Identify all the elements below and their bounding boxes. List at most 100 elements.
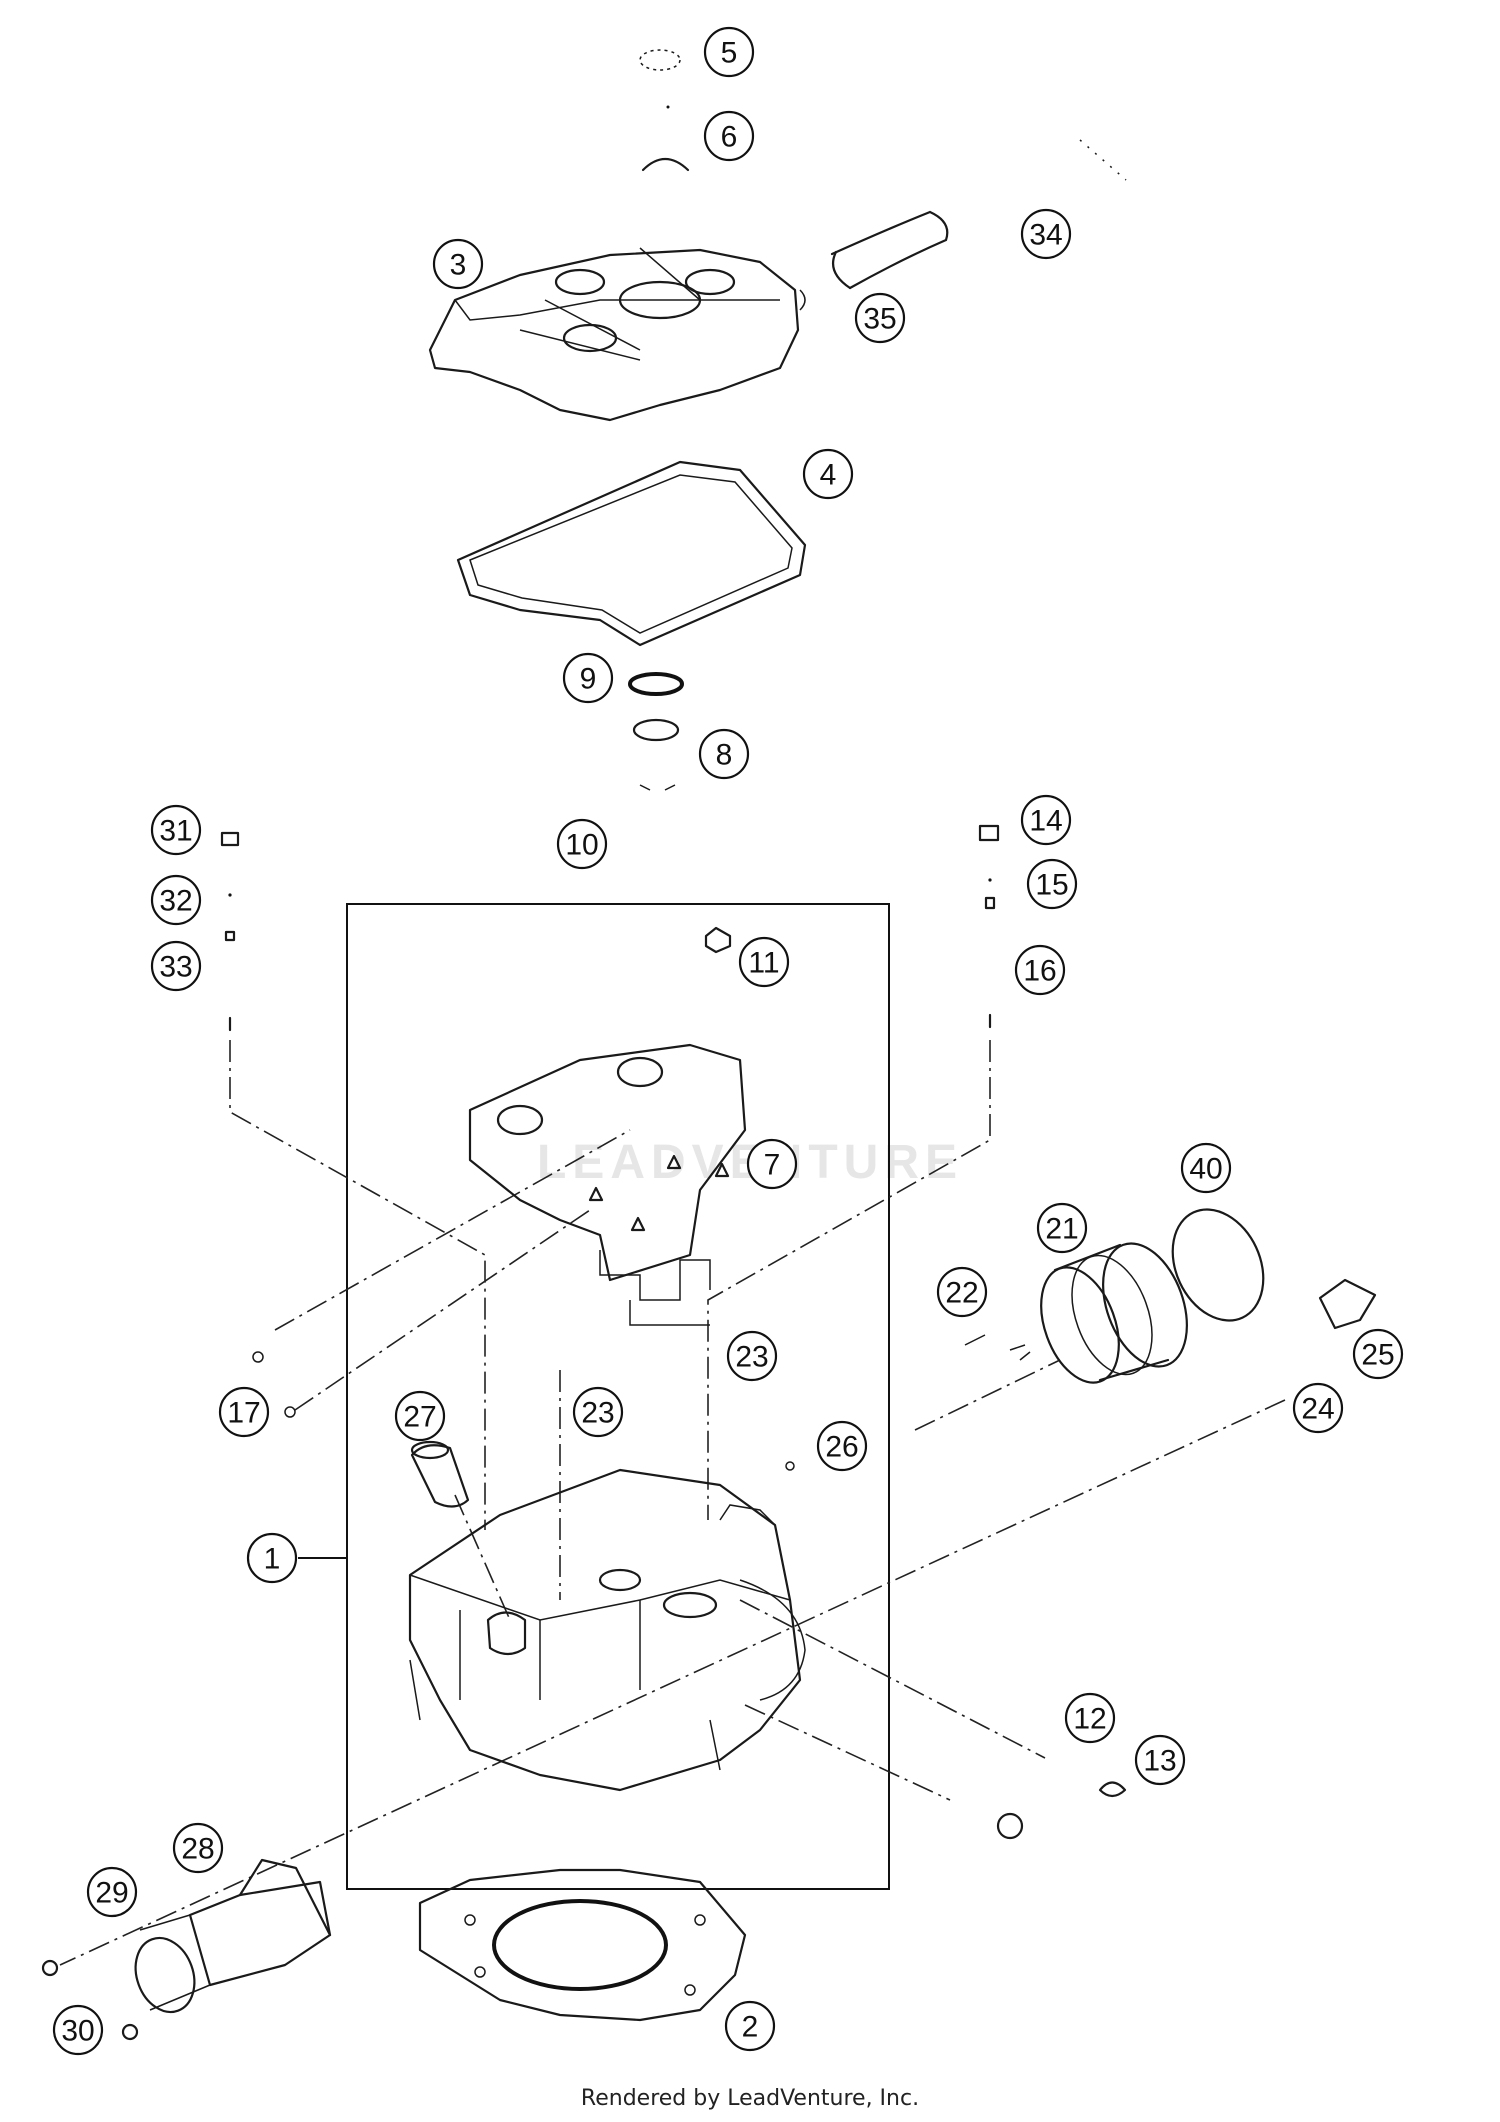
callout-13: 13 xyxy=(1134,1734,1186,1786)
callout-circle xyxy=(1352,1328,1404,1380)
part-21-intake-boot xyxy=(1040,1242,1188,1384)
callout-circle xyxy=(394,1390,446,1442)
callout-6: 6 xyxy=(703,110,755,162)
camshaft-carrier xyxy=(468,1043,747,1326)
callout-17: 17 xyxy=(218,1386,270,1438)
callout-40: 40 xyxy=(1180,1142,1232,1194)
callout-number: 15 xyxy=(1035,869,1068,902)
callout-circle xyxy=(724,2000,776,2052)
right-stud-stack xyxy=(978,824,1000,1029)
callout-circle xyxy=(150,940,202,992)
callout-31: 31 xyxy=(150,804,202,856)
callout-circle xyxy=(432,238,484,290)
callout-number: 34 xyxy=(1029,219,1062,252)
part-2-head-gasket xyxy=(418,1868,747,2022)
callout-26: 26 xyxy=(816,1420,868,1472)
callout-circle xyxy=(1292,1382,1344,1434)
part-6-cap xyxy=(641,157,690,172)
callout-number: 10 xyxy=(565,829,598,862)
part-27-sleeve xyxy=(410,1444,470,1508)
callout-number: 25 xyxy=(1361,1339,1394,1372)
callout-2: 2 xyxy=(724,2000,776,2052)
callout-circle xyxy=(150,874,202,926)
part-17-b xyxy=(284,1406,296,1418)
callout-circle xyxy=(854,292,906,344)
callout-circle xyxy=(698,728,750,780)
part-8-stub xyxy=(639,784,676,791)
dashline-27 xyxy=(454,1494,511,1621)
callout-7: 7 xyxy=(746,1138,798,1190)
callout-9: 9 xyxy=(562,652,614,704)
callout-35: 35 xyxy=(854,292,906,344)
callout-number: 14 xyxy=(1029,805,1062,838)
callout-number: 6 xyxy=(721,121,738,154)
callout-14: 14 xyxy=(1020,794,1072,846)
callout-circle xyxy=(1020,794,1072,846)
callout-number: 7 xyxy=(764,1149,781,1182)
callout-circle xyxy=(1180,1142,1232,1194)
part-12-plug xyxy=(996,1812,1024,1840)
callout-circle xyxy=(572,1386,624,1438)
callout-number: 28 xyxy=(181,1833,214,1866)
callout-number: 22 xyxy=(945,1277,978,1310)
part-5-plug xyxy=(639,49,681,71)
callout-circle xyxy=(150,804,202,856)
callout-number: 5 xyxy=(721,37,738,70)
callout-number: 12 xyxy=(1073,1703,1106,1736)
callout-number: 23 xyxy=(735,1341,768,1374)
callout-number: 26 xyxy=(825,1431,858,1464)
callout-number: 9 xyxy=(580,663,597,696)
callout-28: 28 xyxy=(172,1822,224,1874)
callout-23: 23 xyxy=(726,1330,778,1382)
part-28-29-exhaust-flange xyxy=(134,1858,332,2014)
footer-credit: Rendered by LeadVenture, Inc. xyxy=(580,2086,920,2111)
part-1-cylinder-head xyxy=(408,1468,806,1792)
callout-circle xyxy=(556,818,608,870)
callout-circle xyxy=(86,1866,138,1918)
callout-number: 17 xyxy=(227,1397,260,1430)
dashline-12 xyxy=(739,1599,1046,1759)
callout-22: 22 xyxy=(936,1266,988,1318)
part-13-washer xyxy=(1098,1781,1127,1798)
callout-number: 33 xyxy=(159,951,192,984)
callout-3: 3 xyxy=(432,238,484,290)
callout-number: 21 xyxy=(1045,1213,1078,1246)
part-30-nut-b xyxy=(121,2023,139,2041)
callout-21: 21 xyxy=(1036,1202,1088,1254)
part-7-pins xyxy=(588,1154,730,1232)
callout-number: 2 xyxy=(742,2011,759,2044)
part-4-gasket-inner xyxy=(469,474,793,634)
callout-number: 8 xyxy=(716,739,733,772)
part-34-dots xyxy=(1079,139,1127,181)
part-27-bottom xyxy=(486,1611,527,1656)
part-34-hose xyxy=(830,210,949,290)
callout-circle xyxy=(1026,858,1078,910)
callout-circle xyxy=(816,1420,868,1472)
callout-number: 31 xyxy=(159,815,192,848)
callout-24: 24 xyxy=(1292,1382,1344,1434)
callout-number: 35 xyxy=(863,303,896,336)
callout-number: 27 xyxy=(403,1401,436,1434)
callout-number: 40 xyxy=(1189,1153,1222,1186)
part-30-nut-a xyxy=(41,1959,59,1977)
callout-circle xyxy=(703,26,755,78)
callout-1: 1 xyxy=(246,1532,298,1584)
left-stud-stack xyxy=(220,831,240,1032)
callout-number: 30 xyxy=(61,2015,94,2048)
part-3-valve-cover xyxy=(428,247,806,422)
dashline-left-stud xyxy=(229,1040,486,1530)
callout-circle xyxy=(562,652,614,704)
callout-33: 33 xyxy=(150,940,202,992)
callout-number: 11 xyxy=(748,947,779,980)
part-8-seal xyxy=(632,718,680,742)
cylinder-head-assembly-box xyxy=(346,903,890,1890)
dashline-13 xyxy=(744,1704,951,1801)
part-17-a xyxy=(252,1351,264,1363)
dashline-24 xyxy=(59,1399,1286,1966)
callout-circle xyxy=(246,1532,298,1584)
part-25-nipple xyxy=(1318,1278,1377,1330)
callout-23: 23 xyxy=(572,1386,624,1438)
callout-number: 32 xyxy=(159,885,192,918)
callout-12: 12 xyxy=(1064,1692,1116,1744)
